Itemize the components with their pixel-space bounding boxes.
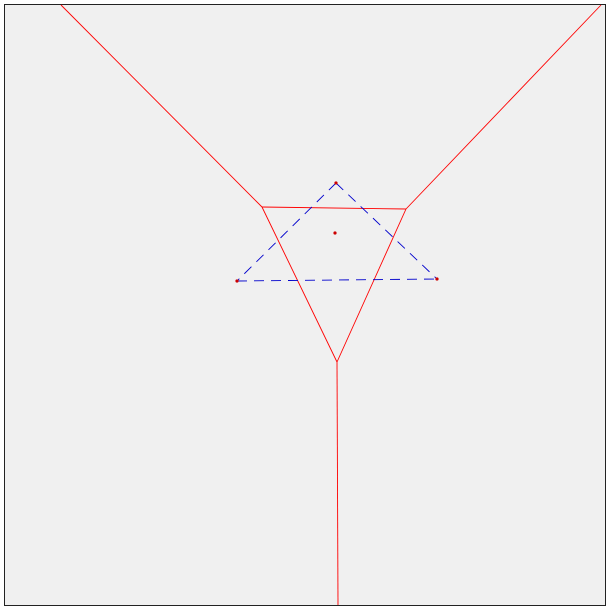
vertex-point-left	[235, 279, 239, 283]
blue-dashed-edge-right	[335, 182, 438, 280]
red-ray-down	[336, 361, 339, 606]
red-edge-top	[261, 206, 407, 210]
vertex-point-top	[334, 181, 338, 185]
red-edge-left	[261, 206, 338, 363]
red-edge-group	[60, 4, 602, 606]
red-ray-upper-right	[405, 4, 602, 210]
blue-dashed-edge-left	[236, 182, 337, 282]
blue-dashed-edge-bottom	[236, 278, 438, 282]
site-points	[235, 181, 439, 283]
vertex-point-right	[435, 277, 439, 281]
red-edge-right	[336, 208, 407, 363]
center-point	[333, 231, 337, 235]
red-ray-upper-left	[60, 4, 263, 208]
blue-dashed-triangle	[236, 182, 438, 282]
